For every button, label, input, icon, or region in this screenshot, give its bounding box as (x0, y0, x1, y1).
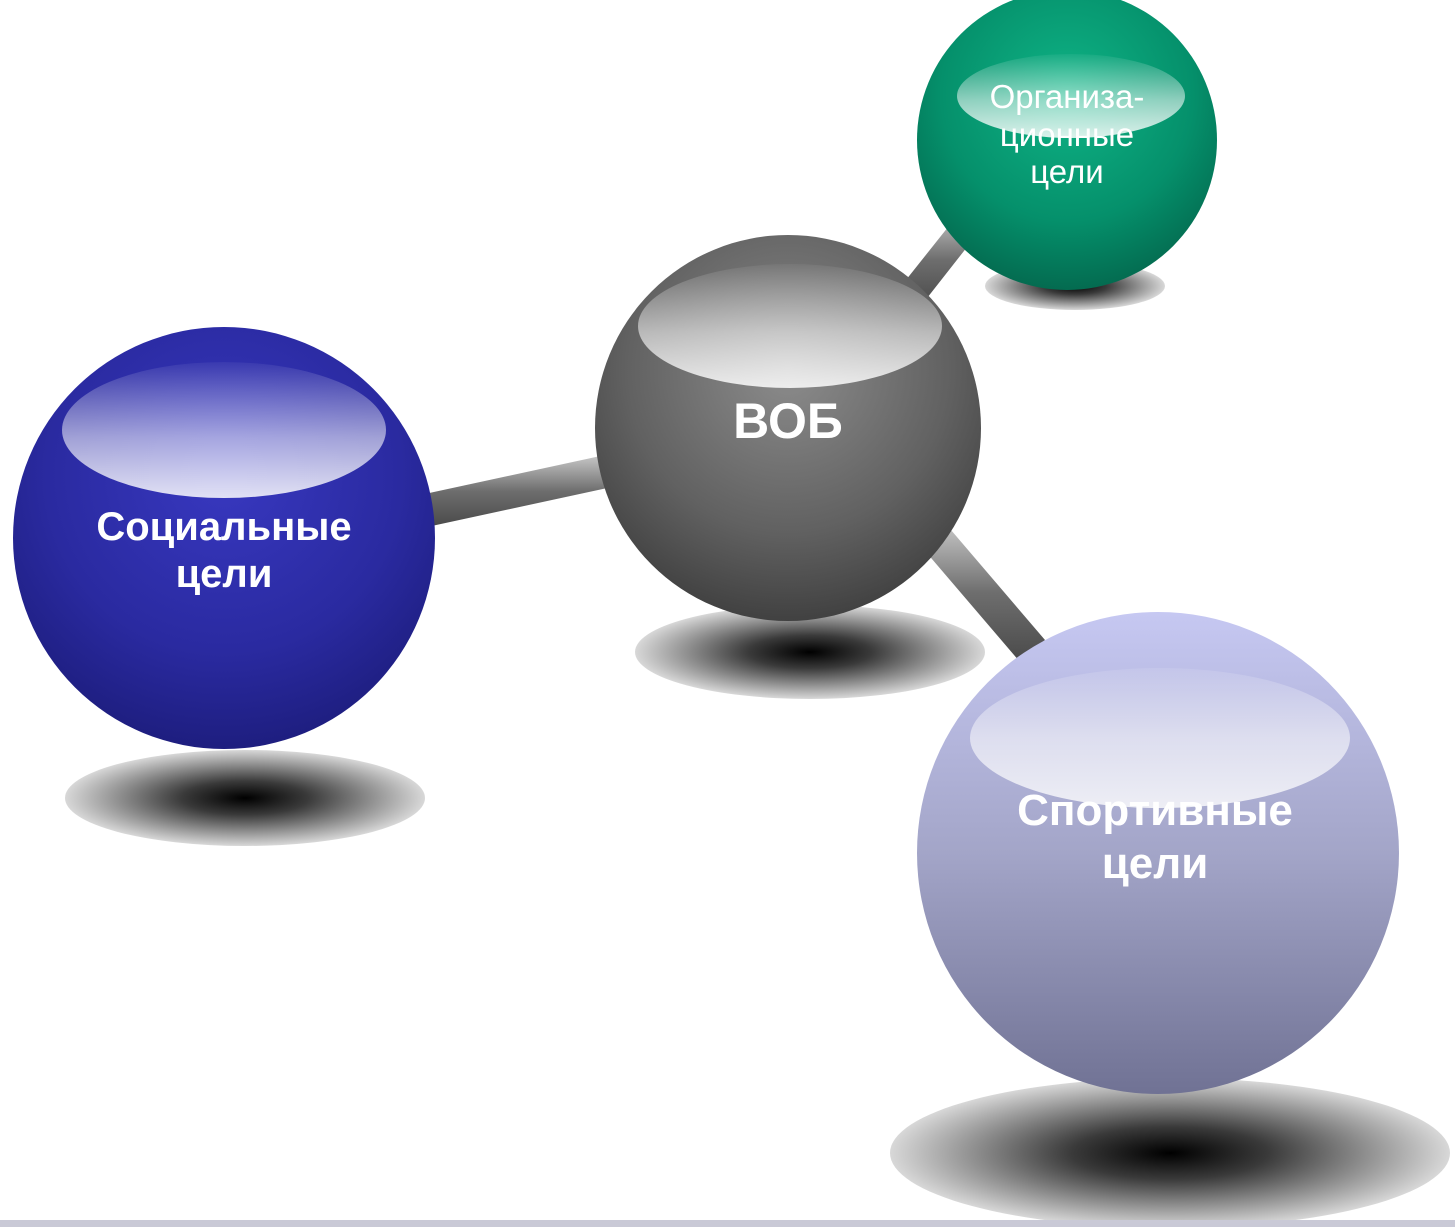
sport-node-label: Спортивные цели (955, 785, 1355, 891)
social-node-shadow (65, 750, 425, 846)
center-node-highlight (638, 264, 942, 388)
organizational-node-label-line: Организа- (989, 78, 1145, 115)
rod-center-sport (920, 523, 1045, 662)
social-node-label: Социальные цели (54, 504, 394, 598)
sport-node-label-line: Спортивные (1017, 786, 1293, 835)
bottom-divider (0, 1220, 1455, 1227)
organizational-node (917, 0, 1217, 290)
center-node-label: ВОБ (688, 392, 888, 451)
rod-social-center (420, 455, 612, 527)
social-node (13, 327, 435, 749)
social-node-label-line: цели (175, 552, 273, 597)
sport-node-highlight (970, 668, 1350, 808)
center-node (595, 235, 981, 621)
sport-node-shadow (890, 1078, 1450, 1228)
sport-node-label-line: цели (1101, 838, 1209, 888)
center-node-shadow (635, 605, 985, 699)
social-node-label-line: Социальные (96, 505, 352, 549)
center-node-label-line: ВОБ (733, 393, 843, 449)
organizational-node-label-line: ционные (999, 115, 1135, 153)
sport-node (917, 612, 1399, 1094)
social-node-highlight (62, 362, 386, 498)
organizational-node-label-line: цели (1030, 153, 1104, 191)
organizational-node-label: Организа- ционные цели (942, 78, 1192, 191)
organizational-node-highlight (957, 54, 1185, 138)
